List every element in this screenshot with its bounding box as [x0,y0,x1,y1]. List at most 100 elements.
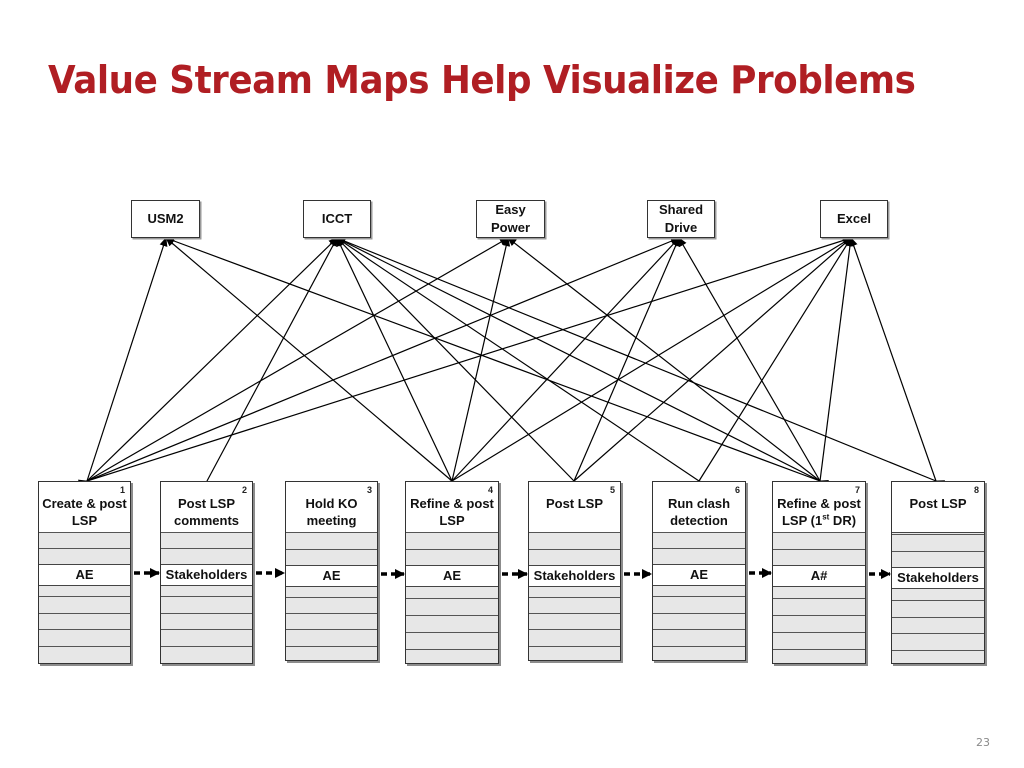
process-number: 2 [241,485,247,495]
slide-title: Value Stream Maps Help Visualize Problem… [48,58,916,102]
link-5-icct [336,237,583,490]
process-role: Stakeholders [529,565,620,587]
process-role: AE [653,564,745,586]
process-role: A# [773,565,865,587]
process-row-divider [406,549,498,550]
process-row-divider [161,548,252,549]
process-number: 8 [973,485,979,495]
process-row-divider [161,613,252,614]
process-row-divider [39,596,130,597]
process-row-divider [161,532,252,533]
process-row-divider [286,646,377,647]
process-row-divider [773,649,865,650]
link-8-excel [849,237,943,490]
system-label: Power [490,220,530,235]
link-7-shared-drive [678,237,828,491]
system-label: USM2 [147,211,184,226]
process-row-divider [406,532,498,533]
process-row-divider [286,549,377,550]
process-row-divider [406,598,498,599]
process-row-divider [529,629,620,630]
process-row-divider [892,600,984,601]
process-number: 5 [609,485,615,495]
process-number: 6 [734,485,740,495]
system-label: ICCT [321,211,353,226]
process-row-divider [653,596,745,597]
process-row-divider [892,551,984,552]
process-row-divider [39,629,130,630]
process-row-divider [892,650,984,651]
process-row-divider [39,613,130,614]
link-1-excel [78,236,852,488]
process-title: Post LSP [545,496,604,511]
process-row-divider [39,646,130,647]
process-row-divider [286,613,377,614]
process-row-divider [892,633,984,634]
process-row-divider [773,615,865,616]
process-flow-arrows [134,568,891,579]
process-row-divider [773,598,865,599]
process-row-divider [529,597,620,598]
process-role: Stakeholders [892,567,984,589]
link-4-icct [336,237,460,491]
process-row-divider [406,632,498,633]
system-label: Shared [658,202,704,217]
process-row-divider [286,532,377,533]
process-row-divider [773,549,865,550]
process-row-divider [653,532,745,533]
process-row-divider [773,632,865,633]
process-row-divider [406,649,498,650]
process-row-divider [161,646,252,647]
process-row-divider [161,596,252,597]
system-links [77,236,946,491]
process-row-divider [892,617,984,618]
process-row-divider [39,532,130,533]
system-label: Drive [664,220,698,235]
process-row-divider [529,549,620,550]
process-row-divider [286,629,377,630]
link-1-usm2 [80,237,168,490]
process-role: AE [286,565,377,587]
process-row-divider [773,532,865,533]
link-4-easy-power [446,237,511,490]
system-label: Easy [495,202,526,217]
system-box-icct: ICCT [303,200,371,238]
process-row-divider [892,534,984,535]
link-5-excel [565,237,852,490]
link-1-easy-power [77,237,509,489]
process-row-divider [286,597,377,598]
process-role: Stakeholders [161,564,252,586]
process-number: 3 [366,485,372,495]
process-number: 1 [119,485,125,495]
link-8-icct [336,237,946,488]
process-number: 4 [487,485,493,495]
process-title: Post LSP [909,496,967,511]
process-row-divider [406,615,498,616]
system-box-excel: Excel [820,200,888,238]
link-7-usm2 [165,237,830,488]
process-row-divider [653,548,745,549]
system-label: Excel [837,211,871,226]
